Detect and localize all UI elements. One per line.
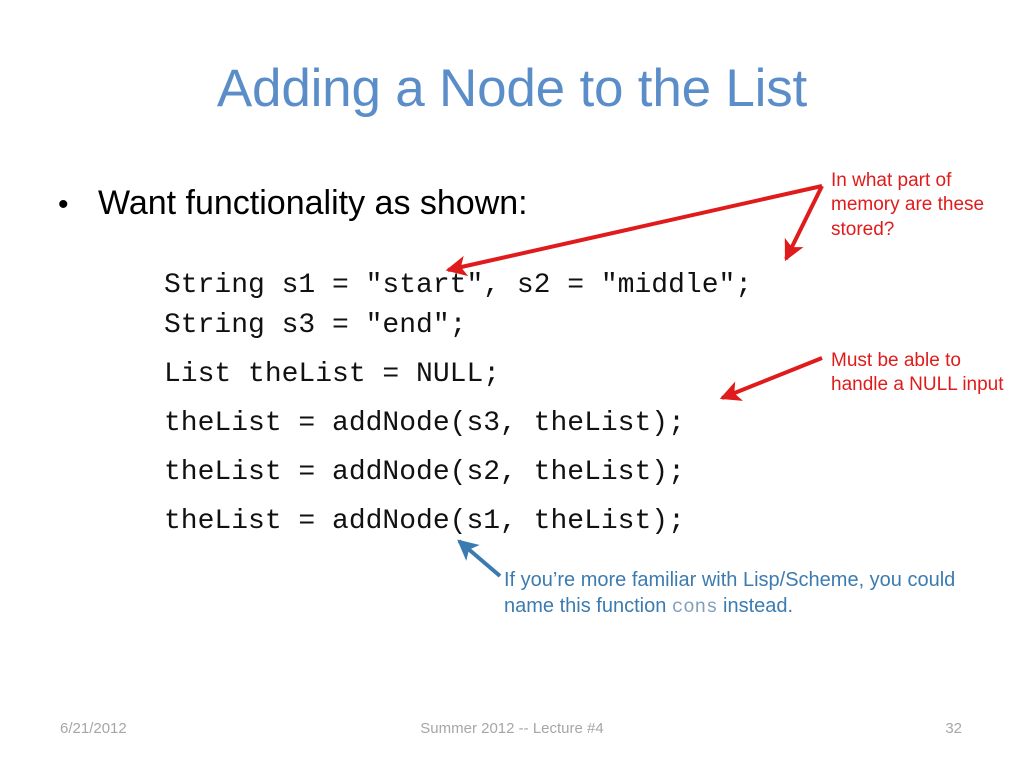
annotation-cons-mono-term: cons (671, 595, 718, 618)
annotation-cons-text-before: If you’re more familiar with Lisp/Scheme… (504, 569, 956, 617)
code-line: theList = addNode(s1, theList); (164, 506, 685, 537)
code-block: String s1 = "start", s2 = "middle"; Stri… (164, 266, 752, 542)
code-line: theList = addNode(s3, theList); (164, 408, 685, 439)
page-title: Adding a Node to the List (216, 59, 808, 118)
bullet-item-label: Want functionality as shown: (98, 184, 528, 222)
footer-course-label: Summer 2012 -- Lecture #4 (420, 720, 604, 737)
blue-arrow-to-addnode-call (457, 539, 502, 578)
footer-page-number: 32 (945, 720, 962, 737)
code-line: String s1 = "start", s2 = "middle"; (164, 270, 753, 301)
slide-footer: 6/21/2012 Summer 2012 -- Lecture #4 32 (0, 720, 1024, 750)
code-line: String s3 = "end"; (164, 310, 467, 341)
annotation-memory-question: In what part of memory are these stored? (831, 170, 985, 240)
red-arrow-to-middle-literal (784, 185, 824, 262)
bullet-marker-icon: • (58, 188, 69, 221)
annotation-null-input: Must be able to handle a NULL input (831, 350, 1004, 396)
code-line: List theList = NULL; (164, 359, 501, 390)
footer-date: 6/21/2012 (60, 720, 127, 737)
annotation-cons-text-after: instead. (717, 594, 794, 617)
code-line: theList = addNode(s2, theList); (164, 457, 685, 488)
annotation-cons-note: If you’re more familiar with Lisp/Scheme… (504, 568, 984, 619)
bullet-item: • Want functionality as shown: (58, 184, 528, 222)
